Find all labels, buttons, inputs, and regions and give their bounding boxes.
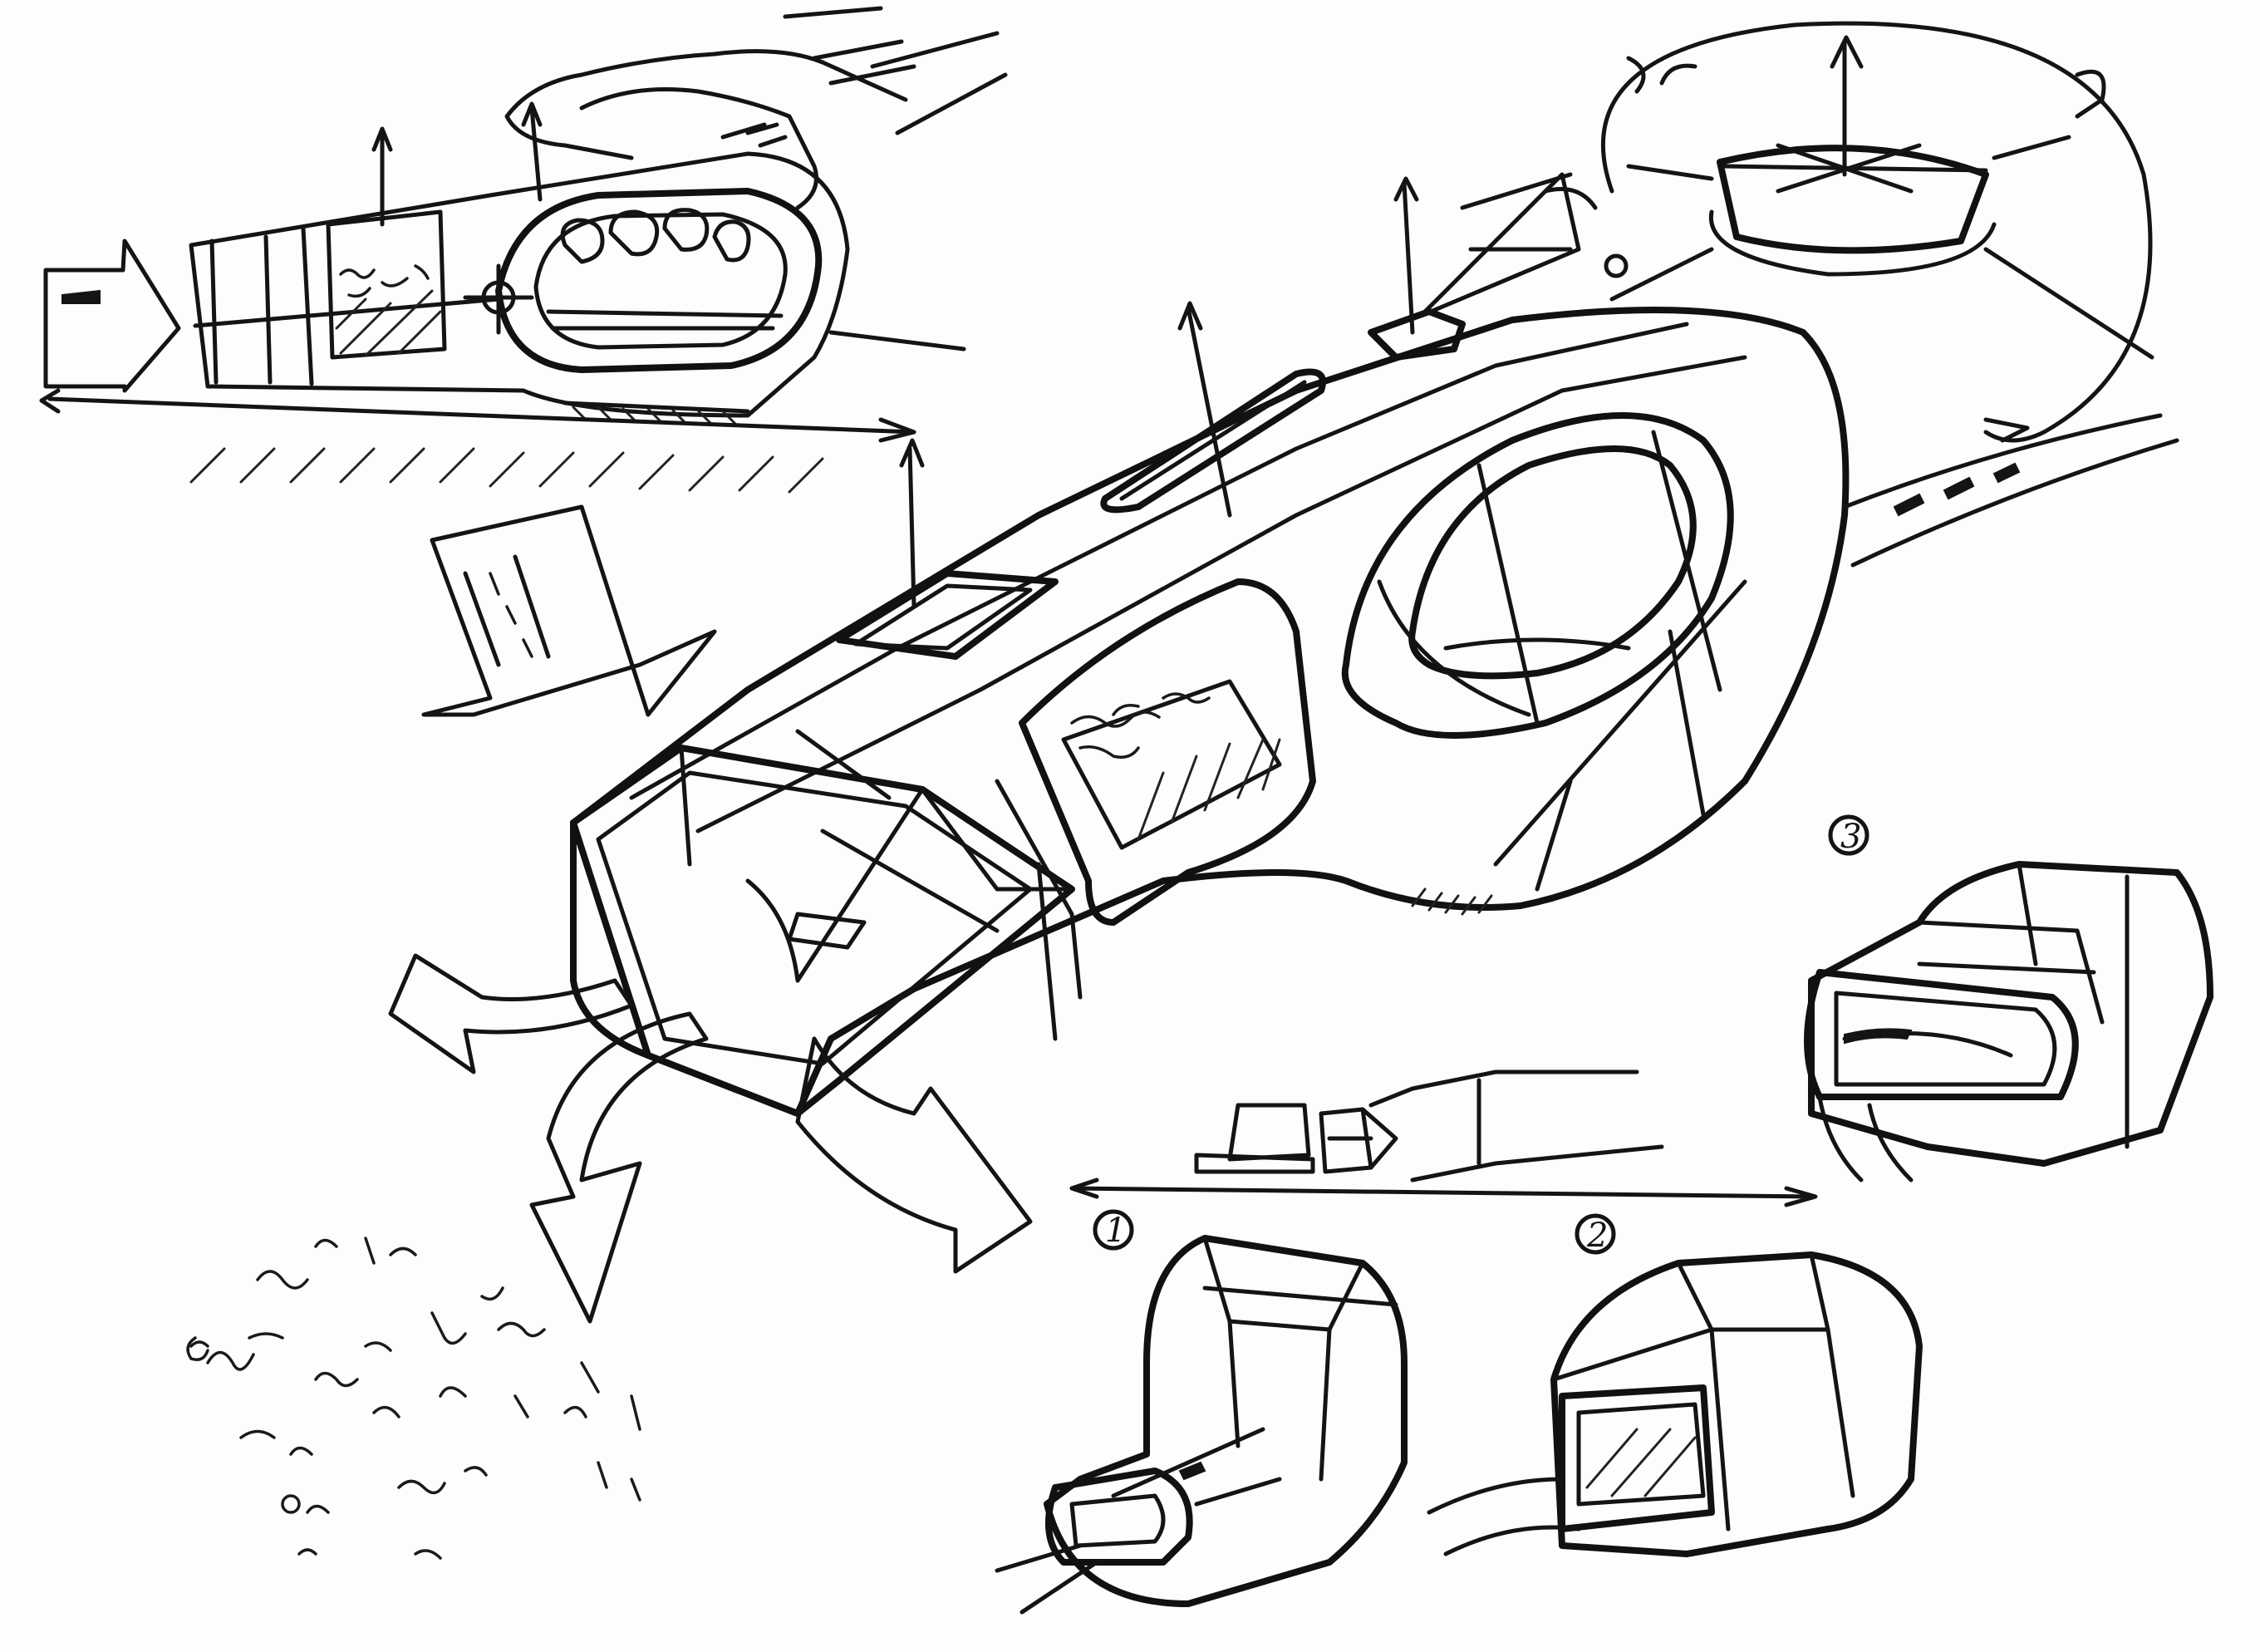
nozzle-variant-1: 1	[995, 1209, 1408, 1615]
variant-3-label: 3	[1840, 818, 1861, 856]
variant-2-label: 2	[1586, 1217, 1608, 1255]
side-view-sketch	[39, 6, 1008, 494]
airflow-arrows-bottom	[388, 953, 1033, 1324]
nozzle-variant-3: 3	[1804, 814, 2213, 1182]
variant-axis	[1069, 1069, 1818, 1207]
variant-1-label: 1	[1105, 1212, 1126, 1250]
airflow-arrow-mid	[421, 504, 717, 717]
button-detail-callout	[1543, 21, 2154, 443]
dust-debris-scribbles	[186, 1237, 641, 1560]
nozzle-variant-2: 2	[1427, 1213, 1923, 1557]
main-vacuum-sketch	[570, 172, 2179, 1117]
